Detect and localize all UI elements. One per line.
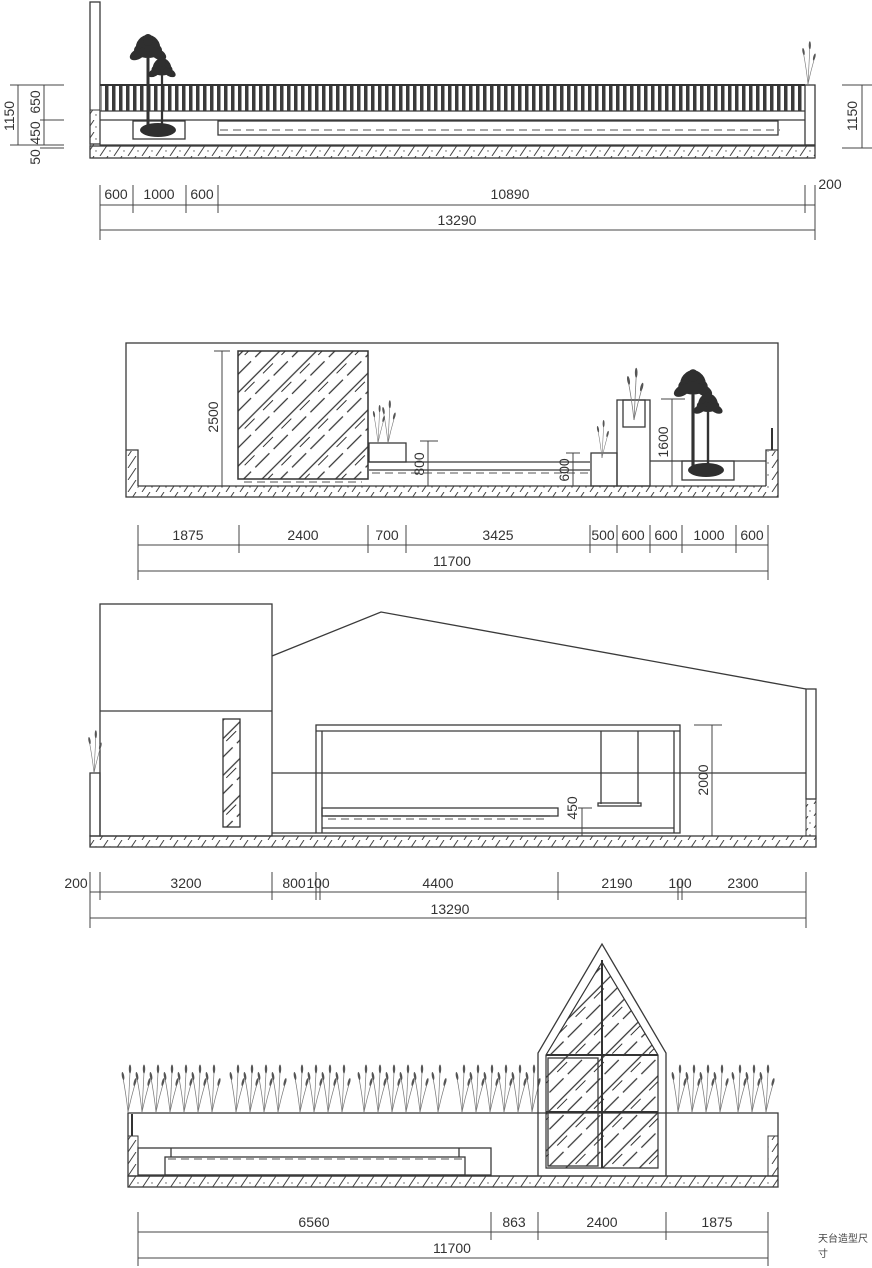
- svg-text:1875: 1875: [172, 527, 203, 543]
- svg-text:1600: 1600: [655, 426, 671, 457]
- svg-text:50: 50: [27, 149, 43, 165]
- glass-greenhouse: [537, 942, 667, 1176]
- svg-text:11700: 11700: [433, 553, 471, 569]
- svg-text:13290: 13290: [431, 901, 470, 917]
- horizontal-dimensions: 600 1000 600 10890 200 13290: [99, 176, 842, 240]
- svg-text:500: 500: [591, 527, 615, 543]
- svg-text:2190: 2190: [601, 875, 632, 891]
- section-1-rooftop-railing: 1150 650 450 50 1150 600 1000 600 10890 …: [1, 1, 872, 240]
- railing: [101, 85, 805, 111]
- section-3-pavilion-elevation: 450 2000 200 3200 800: [64, 603, 817, 928]
- svg-text:11700: 11700: [433, 1240, 471, 1256]
- svg-text:2300: 2300: [727, 875, 758, 891]
- svg-text:2500: 2500: [205, 401, 221, 432]
- svg-text:800: 800: [282, 875, 306, 891]
- svg-text:2000: 2000: [695, 764, 711, 795]
- horizontal-dimensions: 200 3200 800 100 4400 2190 100 2300 1329…: [64, 872, 807, 928]
- bench: [321, 807, 559, 817]
- left-block: [99, 603, 273, 837]
- roof-line: [271, 611, 807, 690]
- svg-text:700: 700: [375, 527, 399, 543]
- horizontal-dimensions: 1875 2400 700 3425 500 600 600 1000 600 …: [137, 525, 769, 580]
- svg-text:6560: 6560: [298, 1214, 329, 1230]
- svg-text:3200: 3200: [170, 875, 201, 891]
- glass-screen: [237, 350, 369, 480]
- svg-text:863: 863: [502, 1214, 526, 1230]
- pavilion-frame: [315, 724, 681, 834]
- svg-text:650: 650: [27, 90, 43, 114]
- svg-text:4400: 4400: [422, 875, 453, 891]
- svg-text:600: 600: [104, 186, 128, 202]
- svg-text:800: 800: [411, 452, 427, 476]
- reed-planting: [120, 1064, 776, 1113]
- svg-text:100: 100: [306, 875, 330, 891]
- svg-text:3425: 3425: [482, 527, 513, 543]
- svg-text:100: 100: [668, 875, 692, 891]
- svg-text:600: 600: [621, 527, 645, 543]
- svg-text:200: 200: [818, 176, 842, 192]
- svg-text:600: 600: [556, 458, 572, 482]
- palm-planter: [132, 120, 186, 140]
- svg-text:600: 600: [740, 527, 764, 543]
- drawing-caption: 天台造型尺寸: [818, 1234, 868, 1260]
- svg-text:10890: 10890: [491, 186, 530, 202]
- section-frame: [125, 342, 779, 498]
- vertical-dimensions-left: 1150 650 450 50: [1, 84, 64, 165]
- vertical-dimensions-right: 1150: [842, 84, 872, 149]
- section-2-glass-screen-elevation: 2500 800 600 1600: [125, 342, 779, 580]
- floor-slab: [89, 145, 816, 159]
- svg-text:1150: 1150: [1, 101, 17, 131]
- svg-text:1000: 1000: [143, 186, 174, 202]
- svg-text:600: 600: [654, 527, 678, 543]
- svg-text:2400: 2400: [586, 1214, 617, 1230]
- svg-text:600: 600: [190, 186, 214, 202]
- svg-text:450: 450: [564, 796, 580, 820]
- horizontal-dimensions: 6560 863 2400 1875 11700: [137, 1212, 769, 1266]
- svg-text:200: 200: [64, 875, 88, 891]
- svg-text:1000: 1000: [693, 527, 724, 543]
- svg-text:450: 450: [27, 121, 43, 145]
- svg-text:1875: 1875: [701, 1214, 732, 1230]
- section-4-greenhouse-elevation: 6560 863 2400 1875 11700: [120, 942, 779, 1266]
- pool-basin: [217, 120, 779, 136]
- swing: [597, 731, 642, 807]
- slot-window: [222, 718, 241, 828]
- svg-text:13290: 13290: [438, 212, 477, 228]
- svg-text:1150: 1150: [844, 101, 860, 131]
- svg-text:2400: 2400: [287, 527, 318, 543]
